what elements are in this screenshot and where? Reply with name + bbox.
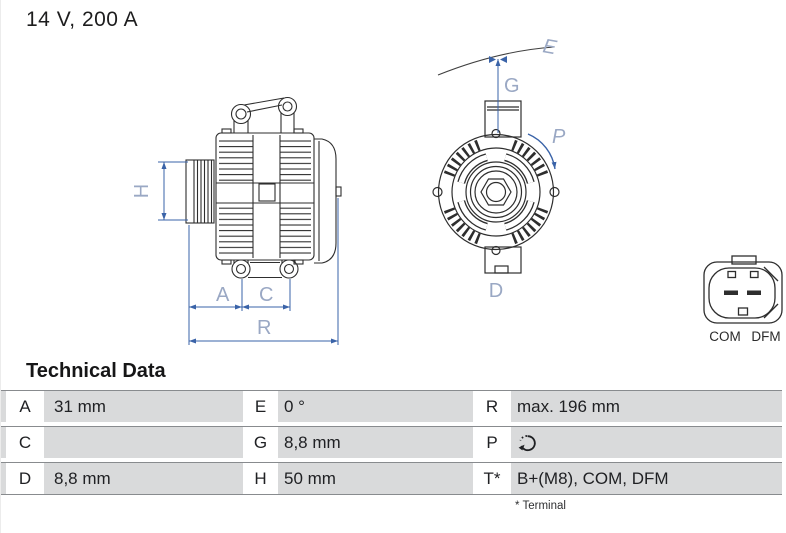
front-bottom-lug	[484, 246, 522, 274]
housing-bumps	[432, 128, 560, 256]
front-view-dimensions	[489, 56, 557, 170]
dim-key-cell: H	[243, 463, 278, 494]
table-row: 8,8 mm C G P	[1, 426, 782, 458]
dim-value-cell: 50 mm	[284, 469, 336, 488]
pin-label-com: COM	[709, 329, 741, 344]
dim-label-p: P	[552, 126, 566, 148]
dim-label-c: C	[259, 284, 273, 306]
dim-key-cell: E	[243, 391, 278, 422]
dim-value-cell: 31 mm	[54, 397, 106, 416]
dim-value-cell: B+(M8), COM, DFM	[517, 469, 669, 488]
connector-plug-view	[703, 255, 783, 324]
rotation-direction-arrow	[527, 133, 557, 170]
technical-data-heading: Technical Data	[26, 360, 166, 382]
front-top-lug	[484, 100, 522, 138]
bottom-mounting-lugs	[231, 259, 299, 279]
dim-label-h: H	[131, 184, 153, 198]
vent-slots	[457, 153, 535, 231]
front-view-dimension-labels: E G P D	[489, 35, 566, 302]
dim-key-cell: C	[6, 427, 44, 458]
dim-label-r: R	[257, 317, 271, 339]
dim-key-cell: P	[473, 427, 511, 458]
dim-value-cell: 8,8 mm	[284, 433, 341, 452]
dim-value-cell: max. 196 mm	[517, 397, 620, 416]
bplus-stud	[335, 186, 342, 197]
table-row: 8,8 mm 50 mm B+(M8), COM, DFM D H T*	[1, 462, 782, 494]
pulley-front-hub	[465, 161, 527, 223]
dim-label-e: E	[541, 35, 559, 59]
dim-label-g: G	[504, 75, 520, 97]
table-row: 31 mm 0 ° max. 196 mm A E R	[1, 390, 782, 422]
connector-pin-labels: COM DFM	[709, 329, 780, 344]
side-view-dimension-labels: H A C R	[131, 184, 273, 339]
fan-slot-ring	[443, 139, 549, 245]
terminal-footnote: * Terminal	[515, 500, 566, 512]
side-view-dimensions	[158, 161, 339, 345]
technical-data-section: Technical Data 31 mm 0 ° max. 196 mm A E…	[1, 360, 782, 512]
dim-key-cell: A	[6, 391, 44, 422]
alternator-technical-drawing: H A C R	[131, 35, 783, 345]
alternator-front-view	[432, 46, 560, 274]
dim-value-cell: 0 °	[284, 397, 305, 416]
shaft-nut	[480, 178, 512, 206]
product-rating-title: 14 V, 200 A	[26, 8, 139, 31]
connector-pins	[724, 290, 761, 295]
dim-label-d: D	[489, 280, 503, 302]
dim-key-cell: D	[6, 463, 44, 494]
angle-arc	[437, 46, 555, 76]
dim-key-cell: R	[473, 391, 511, 422]
dim-label-a: A	[216, 284, 230, 306]
pulley-side	[185, 159, 215, 224]
top-mounting-ears	[230, 96, 298, 133]
alternator-side-view	[185, 96, 342, 279]
rotation-direction-icon	[516, 432, 538, 464]
dim-key-cell: G	[243, 427, 278, 458]
pin-label-dfm: DFM	[751, 329, 780, 344]
dim-value-cell: 8,8 mm	[54, 469, 111, 488]
alternator-body	[215, 128, 315, 265]
rear-cover	[314, 138, 342, 264]
dim-key-cell: T*	[473, 463, 511, 494]
technical-data-table: 31 mm 0 ° max. 196 mm A E R 8,8 mm C	[1, 390, 782, 495]
